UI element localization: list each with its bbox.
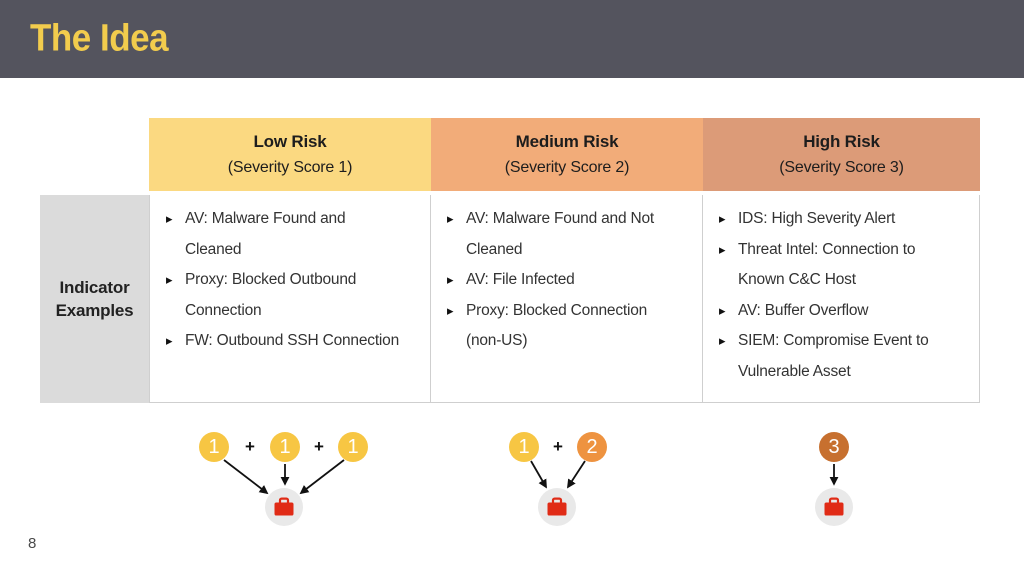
plus-operator: + — [245, 437, 255, 456]
list-item: ▸ SIEM: Compromise Event to Vulnerable A… — [719, 326, 969, 387]
medium-risk-subtitle: (Severity Score 2) — [504, 158, 630, 176]
plus-operator: + — [314, 437, 324, 456]
list-item-text: Proxy: Blocked Outbound Connection — [185, 271, 357, 319]
incident-circle — [815, 488, 853, 526]
bullet-icon: ▸ — [447, 211, 454, 226]
low-risk-title: Low Risk — [253, 131, 327, 151]
list-item: ▸ AV: Malware Found and Cleaned — [166, 204, 420, 265]
list-item-text: Threat Intel: Connection to Known C&C Ho… — [738, 240, 916, 289]
severity-badge: 3 — [819, 432, 849, 462]
list-item-text: AV: File Infected — [466, 271, 575, 288]
bullet-icon: ▸ — [719, 241, 726, 257]
list-item-text: IDS: High Severity Alert — [738, 210, 896, 227]
cell-low-risk-examples: ▸ AV: Malware Found and Cleaned ▸ Proxy:… — [149, 195, 431, 403]
severity-badge: 1 — [270, 432, 300, 462]
list-item: ▸ AV: File Infected — [447, 265, 692, 296]
header-cell-high-risk: High Risk (Severity Score 3) — [703, 118, 980, 191]
low-risk-subtitle: (Severity Score 1) — [227, 158, 353, 176]
incident-circle — [265, 488, 303, 526]
page-title: The Idea — [30, 17, 169, 60]
cell-medium-risk-examples: ▸ AV: Malware Found and Not Cleaned ▸ AV… — [431, 195, 703, 403]
bullet-icon: ▸ — [166, 272, 173, 287]
bullet-icon: ▸ — [447, 302, 454, 318]
bullet-icon: ▸ — [719, 302, 726, 318]
list-item-text: FW: Outbound SSH Connection — [185, 332, 400, 349]
title-bar: The Idea — [0, 0, 1024, 78]
bullet-icon: ▸ — [166, 333, 173, 348]
bullet-icon: ▸ — [166, 211, 173, 226]
list-item-text: SIEM: Compromise Event to Vulnerable Ass… — [738, 332, 929, 380]
briefcase-icon — [547, 497, 567, 516]
briefcase-icon — [274, 497, 294, 516]
high-risk-title: High Risk — [803, 131, 880, 151]
list-item: ▸ FW: Outbound SSH Connection — [166, 326, 420, 357]
header-cell-low-risk: Low Risk (Severity Score 1) — [149, 118, 431, 191]
list-item: ▸ IDS: High Severity Alert — [719, 204, 969, 235]
list-item-text: AV: Malware Found and Not Cleaned — [466, 210, 654, 258]
severity-badge: 1 — [338, 432, 368, 462]
list-item: ▸ Proxy: Blocked Connection (non-US) — [447, 296, 692, 357]
high-risk-subtitle: (Severity Score 3) — [779, 158, 904, 176]
list-item: ▸ Threat Intel: Connection to Known C&C … — [719, 235, 969, 296]
severity-badge: 1 — [509, 432, 539, 462]
cell-high-risk-examples: ▸ IDS: High Severity Alert ▸ Threat Inte… — [703, 195, 980, 403]
row-label-indicator-examples: Indicator Examples — [40, 195, 149, 403]
bullet-icon: ▸ — [719, 333, 726, 348]
list-item-text: Proxy: Blocked Connection (non-US) — [466, 301, 648, 350]
plus-operator: + — [553, 437, 563, 456]
severity-badge: 2 — [577, 432, 607, 462]
briefcase-icon — [824, 497, 844, 516]
list-item: ▸ AV: Buffer Overflow — [719, 296, 969, 327]
medium-risk-title: Medium Risk — [515, 131, 619, 151]
incident-circle — [538, 488, 576, 526]
list-item-text: AV: Malware Found and Cleaned — [185, 210, 346, 258]
bullet-icon: ▸ — [447, 272, 454, 287]
header-cell-medium-risk: Medium Risk (Severity Score 2) — [431, 118, 703, 191]
list-item: ▸ Proxy: Blocked Outbound Connection — [166, 265, 420, 326]
bullet-icon: ▸ — [719, 211, 726, 226]
list-item-text: AV: Buffer Overflow — [738, 301, 869, 319]
page-number: 8 — [28, 535, 37, 552]
severity-badge: 1 — [199, 432, 229, 462]
list-item: ▸ AV: Malware Found and Not Cleaned — [447, 204, 692, 265]
